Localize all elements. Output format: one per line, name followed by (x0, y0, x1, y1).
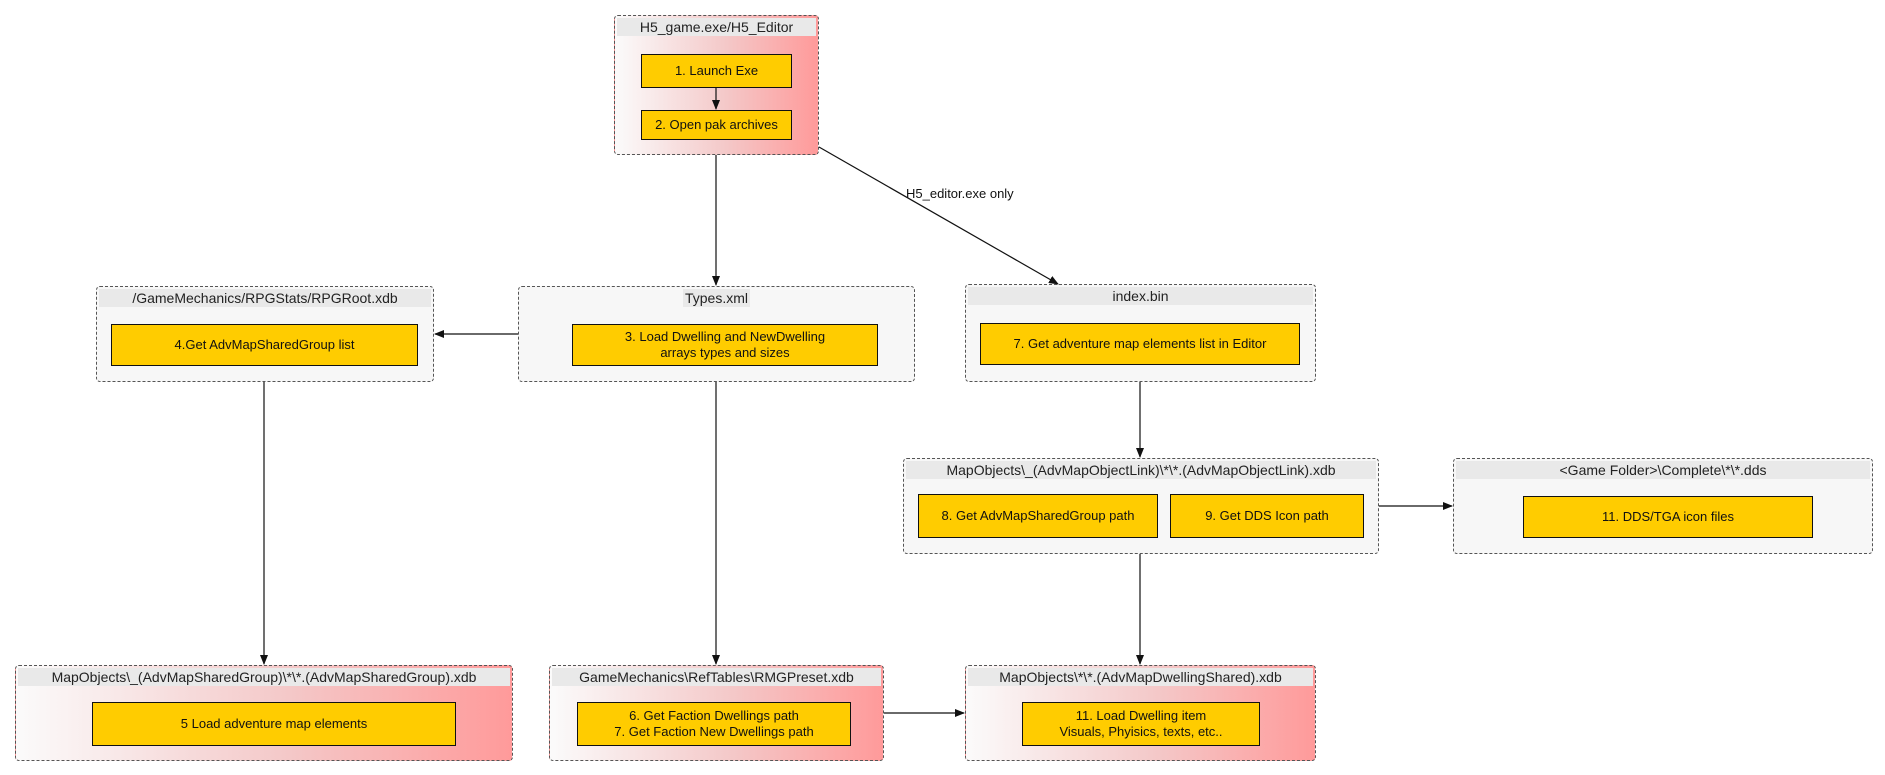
edge-label-editor-only: H5_editor.exe only (906, 186, 1014, 201)
group-title-dwellingshared: MapObjects\*\*.(AdvMapDwellingShared).xd… (968, 668, 1313, 686)
step-load-dwelling-item: 11. Load Dwelling item Visuals, Phyisics… (1022, 702, 1260, 746)
step-get-adventure-map-elements-list: 7. Get adventure map elements list in Ed… (980, 323, 1300, 365)
group-title-index-bin: index.bin (968, 287, 1313, 305)
step-dds-tga-icon-files: 11. DDS/TGA icon files (1523, 496, 1813, 538)
step-get-dds-icon-path: 9. Get DDS Icon path (1170, 494, 1364, 538)
step-launch-exe: 1. Launch Exe (641, 54, 792, 88)
step-get-advmapsharedgroup-path: 8. Get AdvMapSharedGroup path (918, 494, 1158, 538)
group-title-game-folder: <Game Folder>\Complete\*\*.dds (1456, 461, 1870, 479)
step-get-faction-dwellings-path: 6. Get Faction Dwellings path 7. Get Fac… (577, 702, 851, 746)
group-title-rmgpreset: GameMechanics\RefTables\RMGPreset.xdb (552, 668, 881, 686)
arrow-exe-to-index-bin (818, 146, 1059, 285)
step-load-adventure-map-elements: 5 Load adventure map elements (92, 702, 456, 746)
step-open-pak-archives: 2. Open pak archives (641, 110, 792, 140)
group-title-types: Types.xml (682, 289, 750, 307)
group-title-h5-game: H5_game.exe/H5_Editor (617, 18, 816, 36)
group-title-advmapobjectlink: MapObjects\_(AdvMapObjectLink)\*\*.(AdvM… (906, 461, 1376, 479)
step-get-advmapsharedgroup-list: 4.Get AdvMapSharedGroup list (111, 324, 418, 366)
group-title-advmapsharedgroup: MapObjects\_(AdvMapSharedGroup)\*\*.(Adv… (18, 668, 510, 686)
step-load-dwelling-arrays: 3. Load Dwelling and NewDwelling arrays … (572, 324, 878, 366)
group-title-rpgroot: /GameMechanics/RPGStats/RPGRoot.xdb (99, 289, 431, 307)
